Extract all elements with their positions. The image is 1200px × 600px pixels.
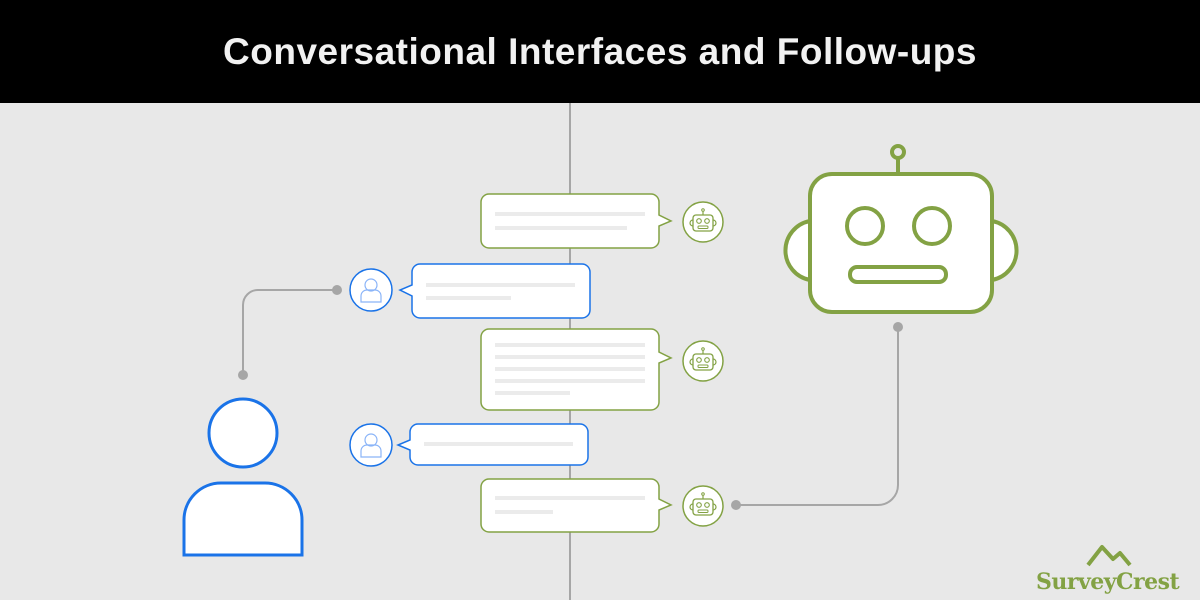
robot-illustration	[783, 144, 1019, 314]
robot-avatar	[682, 201, 724, 243]
bot-connector-line	[736, 327, 899, 506]
connector-dot	[332, 285, 342, 295]
surveycrest-logo: SurveyCrest	[1036, 543, 1186, 595]
user-message-bubble	[398, 263, 591, 319]
mountain-icon	[1086, 545, 1132, 567]
person-illustration	[182, 397, 304, 557]
bot-message-bubble	[480, 328, 673, 411]
user-avatar	[349, 268, 393, 312]
user-avatar	[349, 423, 393, 467]
robot-avatar	[682, 485, 724, 527]
title-bar: Conversational Interfaces and Follow-ups	[0, 0, 1200, 103]
user-connector-line	[242, 289, 337, 375]
connector-dot	[238, 370, 248, 380]
robot-avatar	[682, 340, 724, 382]
user-message-bubble	[396, 423, 589, 466]
bot-message-bubble	[480, 478, 673, 533]
bot-message-bubble	[480, 193, 673, 249]
connector-dot	[893, 322, 903, 332]
connector-dot	[731, 500, 741, 510]
logo-text: SurveyCrest	[1036, 569, 1180, 595]
page-title: Conversational Interfaces and Follow-ups	[223, 30, 977, 72]
